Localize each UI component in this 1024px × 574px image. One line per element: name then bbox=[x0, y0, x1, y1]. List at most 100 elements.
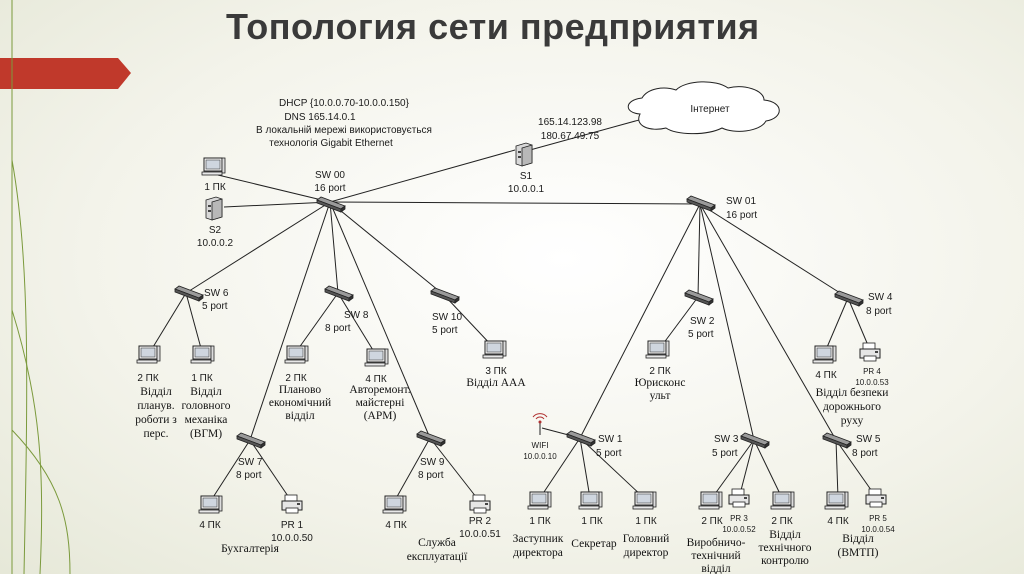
dept-line: відділ bbox=[701, 563, 731, 574]
link-sw01-sw4 bbox=[699, 203, 849, 299]
printer-icon bbox=[865, 488, 887, 508]
pc-quality: 2 ПК Відділ технічного контролю bbox=[759, 491, 812, 567]
pc-icon bbox=[482, 340, 507, 359]
dept-line: Відділ bbox=[140, 386, 172, 398]
pc-icon bbox=[632, 491, 657, 510]
server-s2: S2 10.0.0.2 bbox=[197, 196, 234, 249]
switch-ports: 5 port bbox=[688, 329, 714, 340]
pc-icon bbox=[824, 491, 849, 510]
switch-ports: 16 port bbox=[726, 210, 757, 221]
switch-name: SW 10 bbox=[432, 312, 462, 323]
switch-sw10: SW 10 5 port bbox=[430, 287, 462, 336]
link-sw5-pc-vmtp bbox=[835, 439, 839, 499]
wifi-ip: 10.0.0.10 bbox=[523, 452, 557, 461]
printer-name: PR 4 bbox=[863, 367, 881, 376]
dept-line: Відділ bbox=[842, 533, 874, 545]
switch-icon bbox=[324, 285, 354, 302]
printer-name: PR 5 bbox=[869, 514, 887, 523]
switch-ports: 8 port bbox=[236, 470, 262, 481]
switch-name: SW 6 bbox=[204, 288, 229, 299]
dept-line: майстерні bbox=[356, 397, 405, 409]
link-sw01-sw5 bbox=[699, 203, 837, 441]
printer-ip: 10.0.0.53 bbox=[855, 378, 889, 387]
dept-line: директора bbox=[513, 547, 563, 559]
printer-pr5: PR 5 10.0.0.54 bbox=[861, 488, 895, 534]
switch-name: SW 3 bbox=[714, 434, 739, 445]
group-accounting-label: Бухгалтерія bbox=[221, 543, 280, 555]
link-sw10-pc-aaa bbox=[443, 294, 495, 349]
switch-sw4: SW 4 8 port bbox=[834, 290, 893, 317]
group-label-line: Служба bbox=[418, 537, 456, 549]
switch-sw7: SW 7 8 port bbox=[236, 432, 266, 481]
link-sw00-sw7 bbox=[249, 201, 331, 441]
group-label-line: експлуатації bbox=[407, 551, 468, 563]
dept-line: Виробничо- bbox=[687, 537, 746, 549]
pc-icon bbox=[770, 491, 795, 510]
switch-ports: 8 port bbox=[325, 323, 351, 334]
pc-count: 4 ПК bbox=[365, 374, 387, 385]
wifi-access-point: WIFI 10.0.0.10 bbox=[523, 413, 557, 461]
pc-count: 4 ПК bbox=[199, 520, 221, 531]
switch-sw2: SW 2 5 port bbox=[684, 289, 715, 340]
pc-icon bbox=[198, 495, 223, 514]
link-sw8-pc-economic bbox=[295, 292, 339, 353]
printer-icon bbox=[469, 494, 491, 514]
switch-sw8: SW 8 8 port bbox=[324, 285, 369, 334]
switch-ports: 8 port bbox=[866, 306, 892, 317]
printer-ip: 10.0.0.54 bbox=[861, 525, 895, 534]
dept-line: Відділ bbox=[769, 529, 801, 541]
pc-mechanic: 1 ПК Відділ головного механіка (ВГМ) bbox=[181, 345, 231, 440]
info-block: DHCP {10.0.0.70-10.0.0.150} DNS 165.14.0… bbox=[256, 98, 432, 149]
dept-line: ульт bbox=[650, 390, 671, 402]
wifi-icon bbox=[532, 413, 548, 436]
link-sw00-sw01 bbox=[329, 201, 701, 205]
link-sw3-pc-quality bbox=[753, 439, 783, 499]
printer-pr3: PR 3 10.0.0.52 bbox=[722, 488, 756, 534]
switch-name: SW 5 bbox=[856, 434, 881, 445]
link-sw01-sw1 bbox=[579, 203, 701, 439]
pc-count: 2 ПК bbox=[137, 373, 159, 384]
pc-count: 4 ПК bbox=[827, 516, 849, 527]
server-s1: S1 10.0.0.1 bbox=[508, 142, 545, 195]
pc-director: 1 ПК Головний директор bbox=[623, 491, 669, 559]
pc-count: 1 ПК bbox=[581, 516, 603, 527]
group-label-line: дорожнього bbox=[823, 401, 881, 413]
link-sw5-pr5 bbox=[835, 439, 877, 498]
pc-icon bbox=[136, 345, 161, 364]
pc-icon bbox=[578, 491, 603, 510]
pc-count: 2 ПК bbox=[649, 366, 671, 377]
link-sw6-pc-planning bbox=[149, 292, 187, 353]
dept-line: контролю bbox=[761, 555, 809, 567]
dept-line: технічний bbox=[691, 550, 740, 562]
group-traffic-label: Відділ безпеки дорожнього руху bbox=[816, 387, 889, 427]
pc-icon bbox=[190, 345, 215, 364]
pc-count: 1 ПК bbox=[191, 373, 213, 384]
link-sw01-sw2 bbox=[697, 203, 701, 298]
printer-pr2: PR 2 10.0.0.51 bbox=[459, 494, 501, 540]
printer-pr1: PR 1 10.0.0.50 bbox=[271, 494, 313, 544]
dept-line: економічний bbox=[269, 397, 331, 409]
switch-name: SW 7 bbox=[238, 457, 263, 468]
deco-line-curve-3 bbox=[11, 429, 71, 574]
pc-icon bbox=[382, 495, 407, 514]
switch-icon bbox=[430, 287, 460, 304]
dept-line: механіка bbox=[185, 414, 228, 426]
switch-ports: 5 port bbox=[432, 325, 458, 336]
dns-server: DNS 165.14.0.1 bbox=[284, 112, 356, 123]
pc-count: 2 ПК bbox=[285, 373, 307, 384]
pc-count: 1 ПК bbox=[529, 516, 551, 527]
link-sw3-pc-production bbox=[711, 439, 755, 499]
connections bbox=[149, 111, 877, 503]
switch-ports: 8 port bbox=[852, 448, 878, 459]
link-sw4-pc bbox=[824, 297, 849, 353]
local-note-line-2: технологія Gigabit Ethernet bbox=[269, 138, 393, 149]
switch-icon bbox=[236, 432, 266, 449]
pc-count: 2 ПК bbox=[701, 516, 723, 527]
switch-ports: 5 port bbox=[202, 301, 228, 312]
dhcp-range: DHCP {10.0.0.70-10.0.0.150} bbox=[279, 98, 410, 109]
link-sw4-pr4 bbox=[847, 297, 871, 351]
local-note-line-1: В локальній мережі використовується bbox=[256, 125, 432, 136]
switch-icon bbox=[740, 432, 770, 449]
